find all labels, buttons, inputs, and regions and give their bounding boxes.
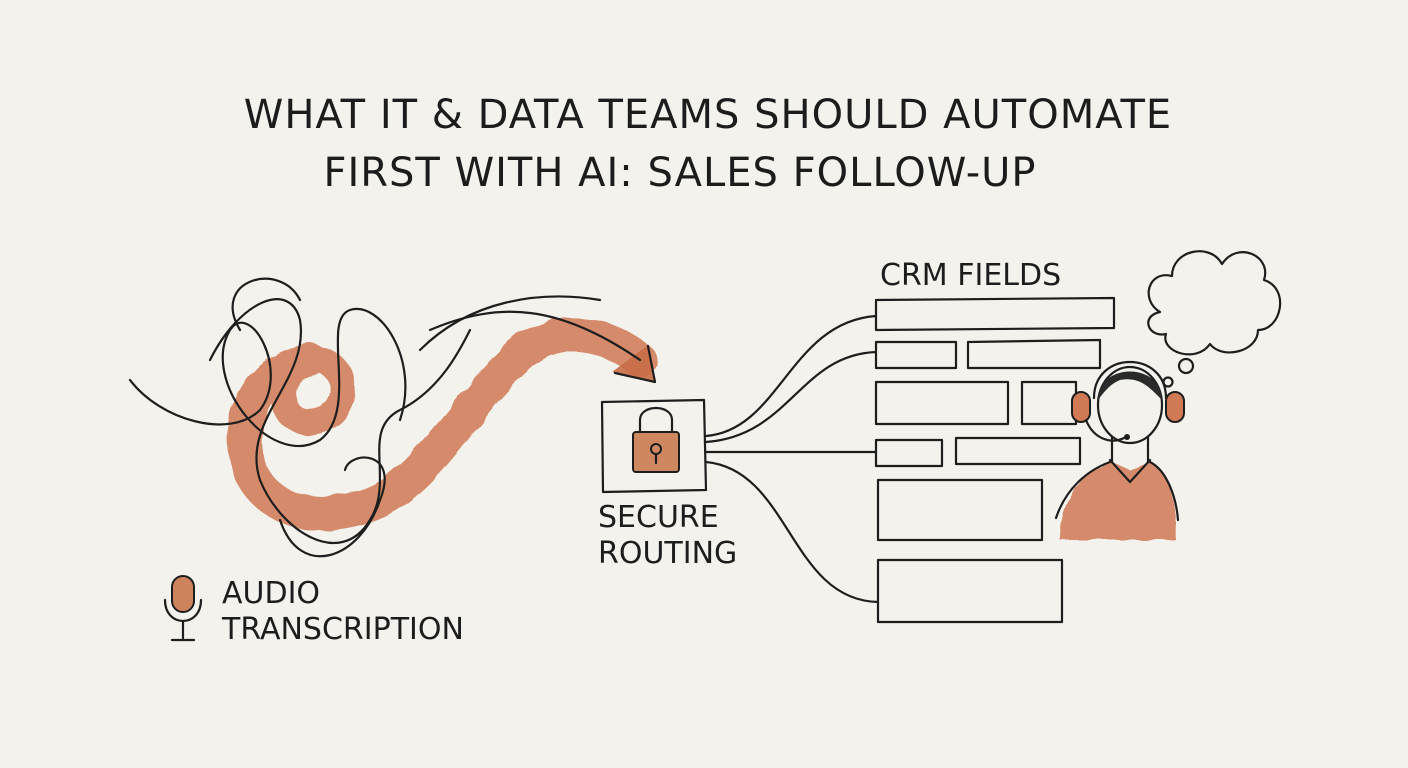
crm-field-row-3b <box>1020 380 1078 426</box>
crm-field-row-6 <box>876 558 1064 624</box>
crm-field-row-2b <box>966 338 1102 370</box>
audio-transcription-label-2: Transcription <box>222 612 464 647</box>
title-line-1: What IT & Data Teams Should Automate <box>243 92 1173 138</box>
headset-agent-icon <box>1054 361 1185 540</box>
routing-connectors <box>704 314 880 604</box>
crm-field-row-4a <box>874 438 944 468</box>
flow-arrow <box>227 317 657 531</box>
thought-bubble-icon <box>1147 250 1282 388</box>
crm-field-row-3a <box>874 380 1010 426</box>
crm-field-row-1 <box>874 296 1116 332</box>
audio-transcription-label-1: Audio <box>222 576 321 611</box>
crm-fields <box>874 296 1116 624</box>
crm-field-row-4b <box>954 436 1082 466</box>
secure-routing-label-1: Secure <box>598 500 719 535</box>
padlock-icon <box>632 406 680 473</box>
flow-arrowhead <box>428 310 657 384</box>
crm-field-row-5 <box>876 478 1044 542</box>
crm-fields-label: CRM Fields <box>880 258 1062 293</box>
audio-squiggle <box>128 277 602 558</box>
secure-routing-box <box>600 398 708 494</box>
title-line-2: First with AI: Sales Follow-Up <box>323 150 1037 196</box>
crm-field-row-2a <box>874 340 958 370</box>
microphone-icon <box>163 575 203 642</box>
secure-routing-label-2: Routing <box>598 536 738 571</box>
